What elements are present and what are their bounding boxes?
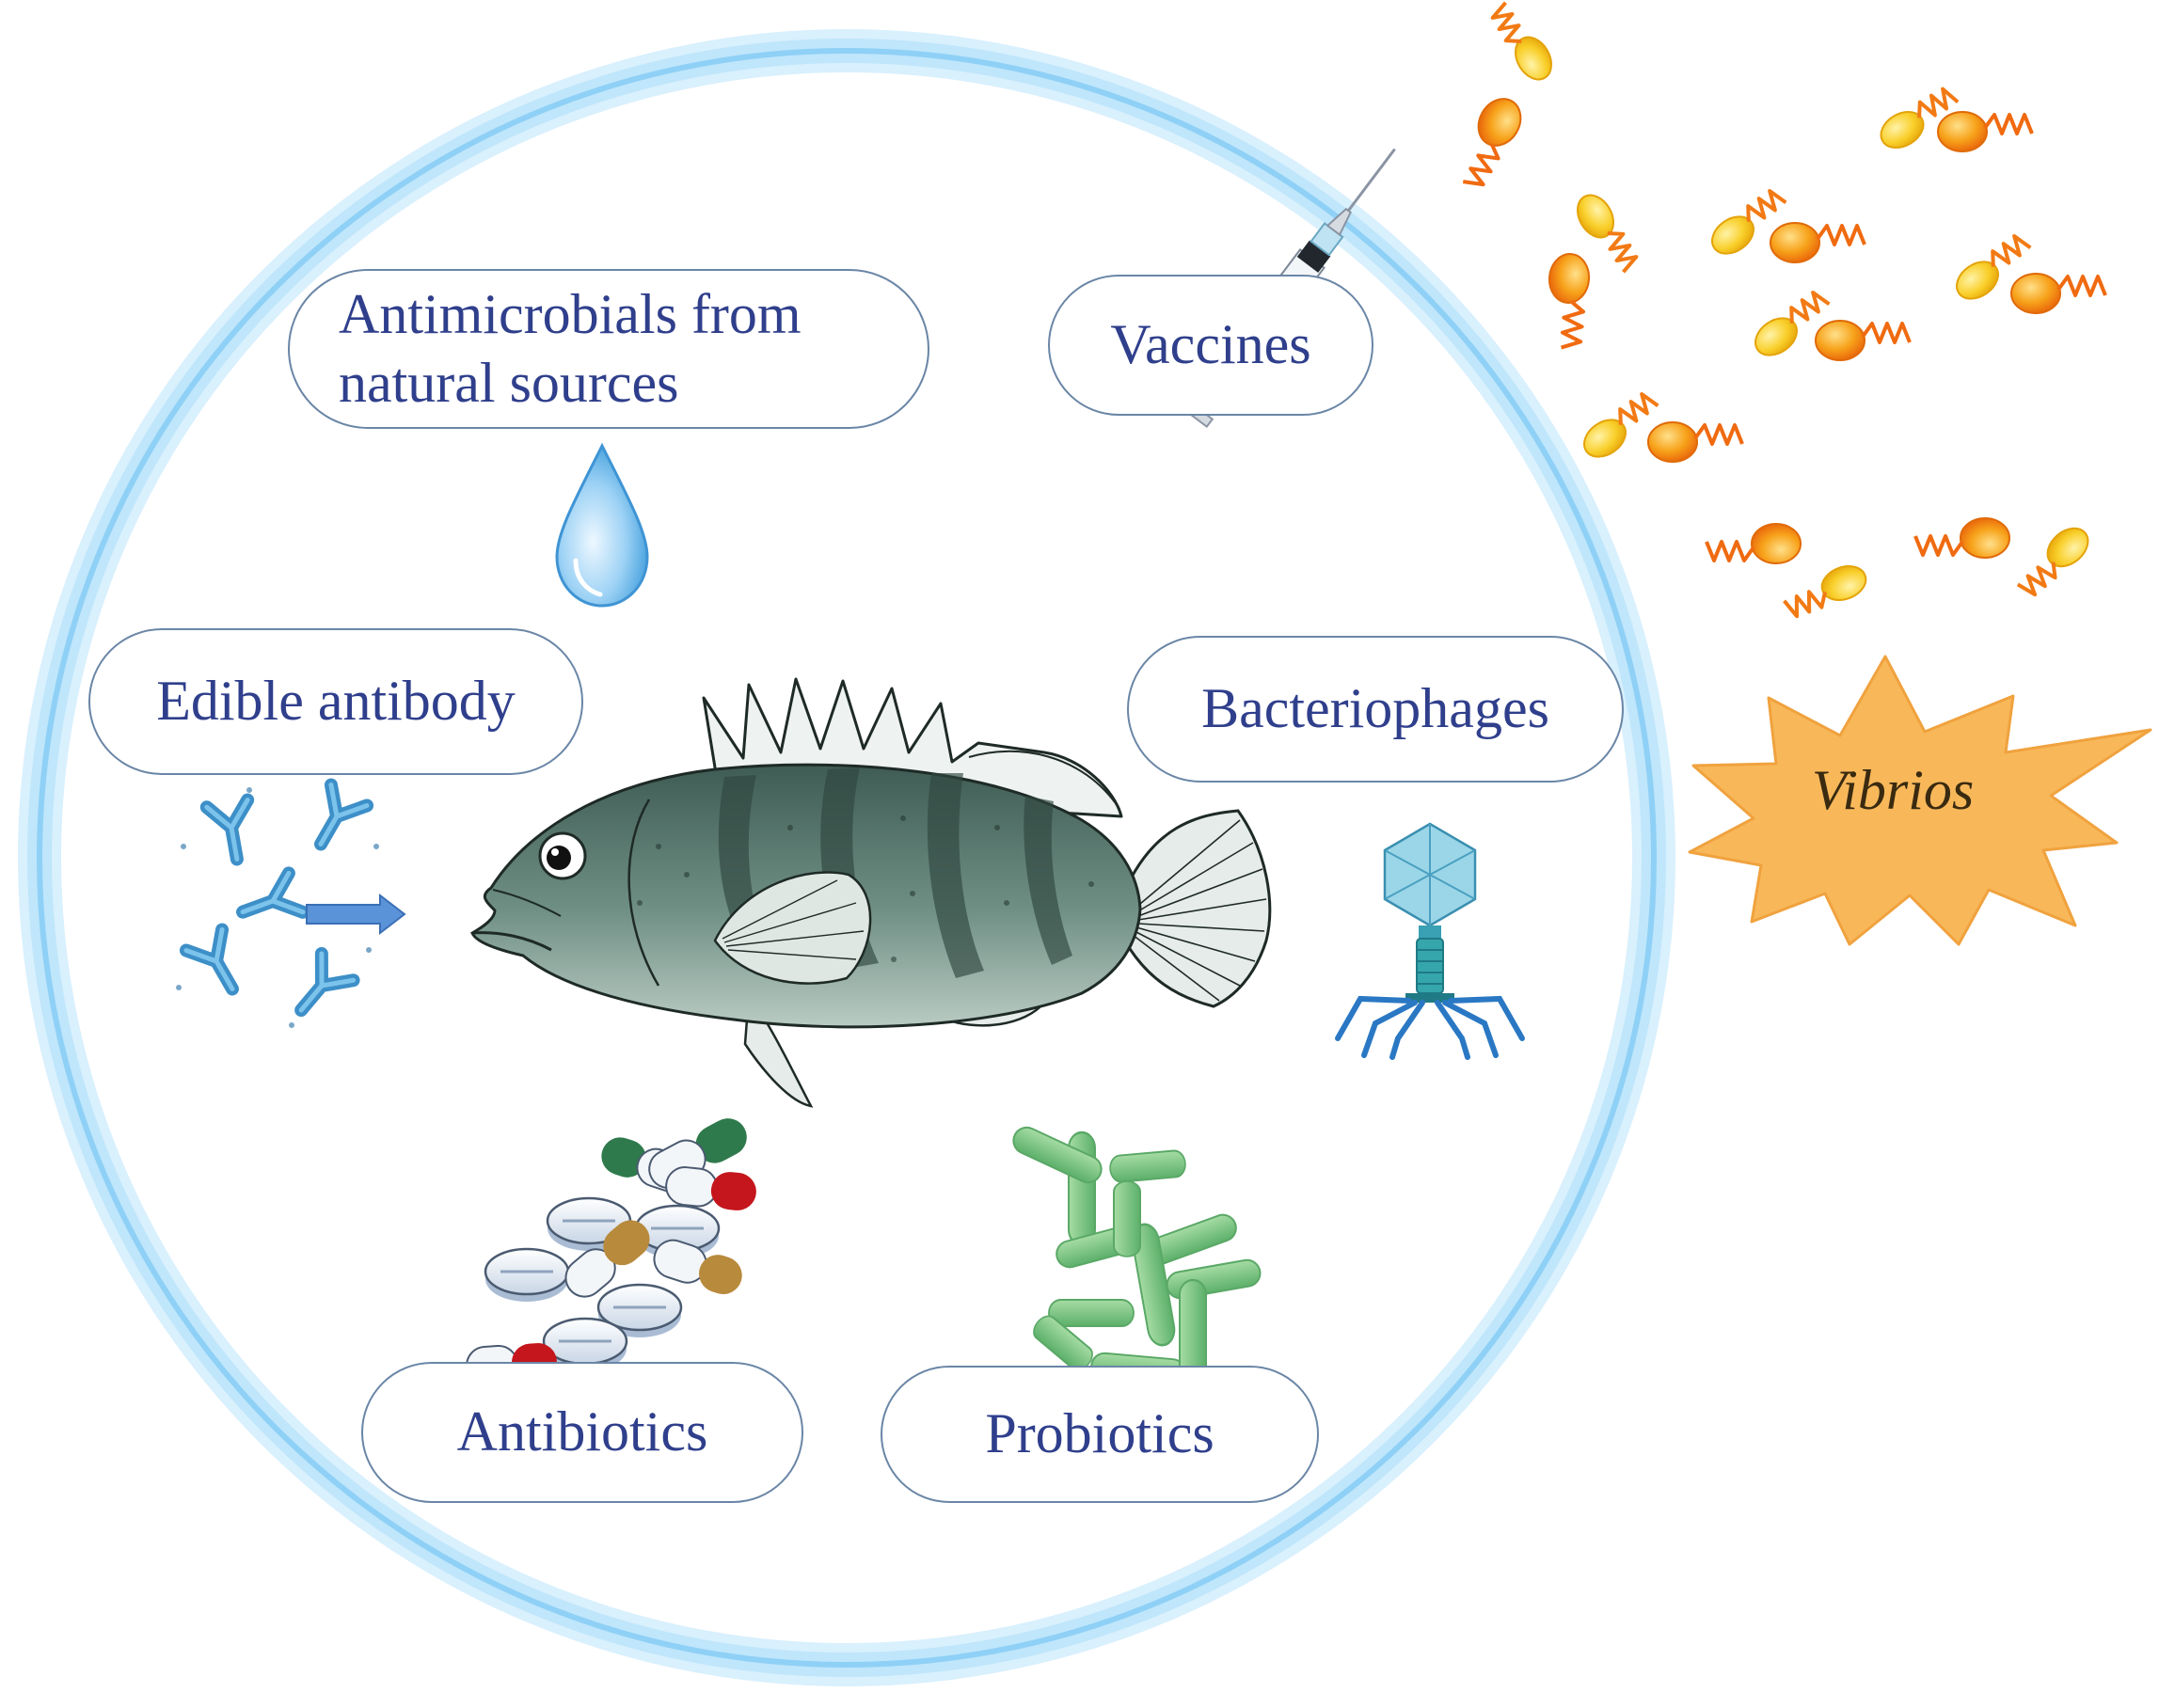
probiotics-label-box: Probiotics xyxy=(881,1366,1319,1503)
bacteriophage-icon xyxy=(1335,822,1525,1060)
edible-antibody-label: Edible antibody xyxy=(156,670,516,733)
vibrio-bacteria-icon xyxy=(1445,0,2107,622)
vibrios-label: Vibrios xyxy=(1812,759,1975,821)
antibody-icon xyxy=(176,784,379,1028)
probiotics-label: Probiotics xyxy=(985,1402,1215,1465)
bacteriophages-label: Bacteriophages xyxy=(1201,677,1549,740)
pills-icon xyxy=(466,1118,756,1385)
boundary-circle xyxy=(18,29,1675,1686)
antimicrobials-label-line2: natural sources xyxy=(339,352,679,414)
antibiotics-label: Antibiotics xyxy=(456,1400,708,1463)
antimicrobials-label-line1: Antimicrobials from xyxy=(339,282,802,345)
antibiotics-label-box: Antibiotics xyxy=(361,1362,803,1503)
antimicrobials-label-box: Antimicrobials from natural sources xyxy=(288,269,929,429)
fish-icon xyxy=(470,677,1272,1108)
arrow-right-icon xyxy=(306,893,406,936)
water-drop-icon xyxy=(555,442,649,608)
bacteriophages-label-box: Bacteriophages xyxy=(1127,636,1624,783)
vaccines-label: Vaccines xyxy=(1110,313,1311,376)
vaccines-label-box: Vaccines xyxy=(1048,275,1373,416)
starburst-icon xyxy=(1688,655,2152,946)
probiotic-bacteria-icon xyxy=(1008,1122,1263,1388)
edible-antibody-label-box: Edible antibody xyxy=(88,628,583,775)
